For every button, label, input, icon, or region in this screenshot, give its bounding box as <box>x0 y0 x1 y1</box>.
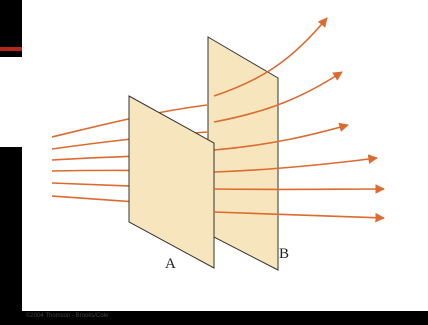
field-line-2-mid <box>213 71 343 123</box>
field-line-4-mid <box>213 154 378 173</box>
copyright-credit: ©2004 Thomson - Brooks/Cole <box>26 313 109 319</box>
slide-left-strip <box>0 57 22 147</box>
plate-a-label: A <box>165 256 176 272</box>
slide-accent-bar <box>0 47 22 51</box>
field-line-1 <box>51 104 208 138</box>
field-line-3-mid <box>213 122 349 151</box>
plate-a <box>128 95 215 269</box>
field-lines-behind <box>51 104 208 208</box>
figure-panel: A B <box>22 0 428 311</box>
field-line-6-front <box>213 211 385 223</box>
flux-diagram: A B <box>51 17 385 272</box>
field-line-1-mid <box>213 17 328 97</box>
field-lines-between <box>213 17 378 173</box>
plate-b-label: B <box>279 246 289 262</box>
field-lines-front <box>213 184 385 223</box>
